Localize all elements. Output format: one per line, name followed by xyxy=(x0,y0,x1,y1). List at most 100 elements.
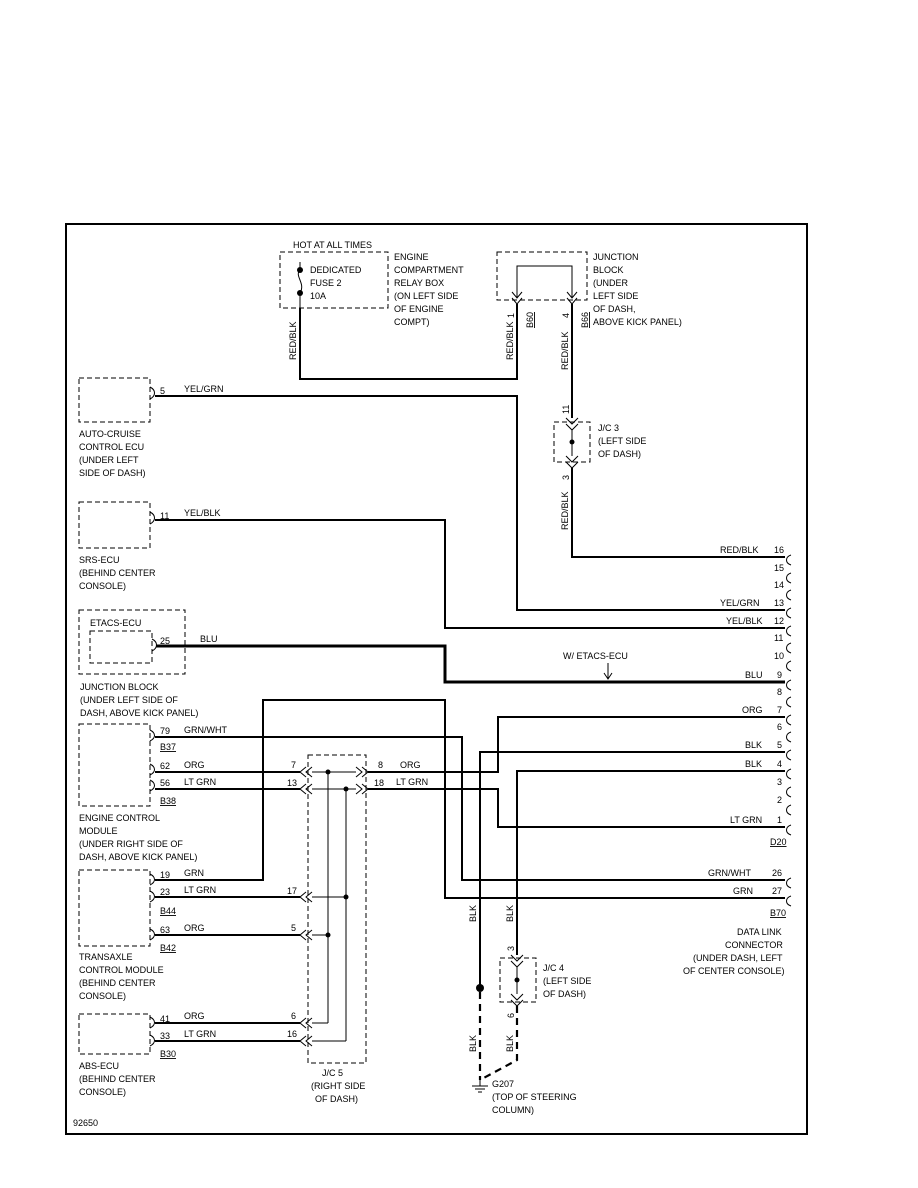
wire-label-blu-a: BLU xyxy=(200,634,218,644)
wire-blk-jc4-dashed-to-ground xyxy=(479,1006,519,1081)
wire-label-blk-e: BLK xyxy=(468,1035,478,1052)
abs-ecu-box xyxy=(78,1013,151,1055)
jb-top-label-5: OF DASH, xyxy=(593,304,636,314)
wire-org-jc5-to-dlc7 xyxy=(368,716,785,773)
wire-grn-tcm-to-dlc27 xyxy=(155,699,785,899)
jc3-label-3: OF DASH) xyxy=(598,449,641,459)
dlc-pin-6: 6 xyxy=(777,722,782,732)
wire-label-yel-blk-a: YEL/BLK xyxy=(184,508,221,518)
ecm-label-2: MODULE xyxy=(79,826,118,836)
wire-label-org-c: ORG xyxy=(184,1011,205,1021)
etacs-ecu-name: ETACS-ECU xyxy=(90,618,141,628)
jc4-pin-3-connector xyxy=(510,954,524,968)
etacs-label-3: DASH, ABOVE KICK PANEL) xyxy=(80,708,198,718)
ecm-pin-56-connector xyxy=(149,779,155,792)
ecm-pin-56: 56 xyxy=(160,778,170,788)
jc5-splice-lt-grn-b xyxy=(343,894,349,900)
jc5-splice-org-b xyxy=(325,932,331,938)
jb-pin-4: 4 xyxy=(561,313,571,318)
abs-label-3: CONSOLE) xyxy=(79,1087,126,1097)
auto-cruise-pin-5: 5 xyxy=(160,386,165,396)
jc5-label-1: J/C 5 xyxy=(322,1068,343,1078)
tcm-pin-63: 63 xyxy=(160,925,170,935)
wire-label-blk-b: BLK xyxy=(745,759,762,769)
jc5-pin-7: 7 xyxy=(291,760,296,770)
wire-label-blu-b: BLU xyxy=(745,670,763,680)
auto-cruise-label-3: (UNDER LEFT xyxy=(79,455,139,465)
tcm-connector-b42: B42 xyxy=(160,943,176,953)
relay-box-label-2: COMPARTMENT xyxy=(394,265,464,275)
jc5-pin-8: 8 xyxy=(378,760,383,770)
abs-pin-33-connector xyxy=(149,1034,155,1047)
tcm-label-3: (BEHIND CENTER xyxy=(79,978,156,988)
dlc-pin-3: 3 xyxy=(777,777,782,787)
tcm-pin-19-connector xyxy=(149,873,155,886)
etacs-option-arrow xyxy=(603,663,613,680)
jc4-pin-3: 3 xyxy=(506,946,516,951)
junction-block-top-outline xyxy=(496,251,588,301)
abs-label-2: (BEHIND CENTER xyxy=(79,1074,156,1084)
jc4-pin-6-connector xyxy=(510,993,524,1007)
ground-symbol-icon xyxy=(472,1080,488,1093)
wire-label-red-blk-c: RED/BLK xyxy=(560,331,570,370)
ecm-label-1: ENGINE CONTROL xyxy=(79,813,160,823)
auto-cruise-ecu-box xyxy=(78,377,151,423)
wire-label-org-b: ORG xyxy=(184,923,205,933)
relay-box-label-3: RELAY BOX xyxy=(394,278,444,288)
dlc-pin-11: 11 xyxy=(774,633,783,643)
wire-label-lt-grn-d: LT GRN xyxy=(396,777,428,787)
jb-top-label-6: ABOVE KICK PANEL) xyxy=(593,317,682,327)
fuse-name: DEDICATED xyxy=(310,265,362,275)
ecm-pin-62: 62 xyxy=(160,761,170,771)
jc5-pin-13: 13 xyxy=(287,778,297,788)
tcm-pin-23-connector xyxy=(149,890,155,903)
abs-label-1: ABS-ECU xyxy=(79,1061,119,1071)
jc3-label-2: (LEFT SIDE xyxy=(598,436,646,446)
jc3-pin-3: 3 xyxy=(561,475,571,480)
ground-label-1: (TOP OF STEERING xyxy=(492,1092,577,1102)
tcm-pin-19: 19 xyxy=(160,870,170,880)
relay-box-label-6: COMPT) xyxy=(394,317,430,327)
wire-label-red-blk-d: RED/BLK xyxy=(560,491,570,530)
wire-label-lt-grn-a: LT GRN xyxy=(184,777,216,787)
wire-label-blk-f: BLK xyxy=(505,1035,515,1052)
wire-label-org-e: ORG xyxy=(742,705,763,715)
wire-red-blk-jc3-to-dlc16 xyxy=(571,468,785,558)
jc4-label-2: (LEFT SIDE xyxy=(543,976,591,986)
jc4-label-3: OF DASH) xyxy=(543,989,586,999)
wire-label-blk-d: BLK xyxy=(505,905,515,922)
etacs-label-1: JUNCTION BLOCK xyxy=(80,682,159,692)
dlc-pin-2: 2 xyxy=(777,795,782,805)
dlc-pin-1: 1 xyxy=(777,815,782,825)
etacs-pin-25: 25 xyxy=(160,636,170,646)
jc5-outline xyxy=(307,754,367,1064)
srs-pin-11: 11 xyxy=(160,511,169,521)
wire-label-red-blk-a: RED/BLK xyxy=(288,321,298,360)
tcm-connector-b44: B44 xyxy=(160,906,176,916)
ground-name: G207 xyxy=(492,1079,514,1089)
dlc-label-2: CONNECTOR xyxy=(725,940,783,950)
fuse-number: FUSE 2 xyxy=(310,278,342,288)
jb-top-label-3: (UNDER xyxy=(593,278,628,288)
wire-label-grn-wht-a: GRN/WHT xyxy=(184,725,227,735)
blk-splice-dot xyxy=(476,984,484,992)
srs-connector xyxy=(149,511,155,525)
wire-label-lt-grn-b: LT GRN xyxy=(184,885,216,895)
jc5-pin-5: 5 xyxy=(291,923,296,933)
jb-top-label-2: BLOCK xyxy=(593,265,624,275)
dlc-pin-12: 12 xyxy=(774,616,784,626)
abs-pin-33: 33 xyxy=(160,1031,170,1041)
jc5-pin-16: 16 xyxy=(287,1029,297,1039)
fuse-symbol xyxy=(297,262,303,308)
relay-box-label-4: (ON LEFT SIDE xyxy=(394,291,458,301)
wire-label-blk-c: BLK xyxy=(468,905,478,922)
dlc-connector-b70: B70 xyxy=(770,908,786,918)
wire-label-grn-a: GRN xyxy=(184,868,204,878)
tcm-label-1: TRANSAXLE xyxy=(79,952,133,962)
junction-block-etacs-outline xyxy=(78,609,186,675)
wire-label-lt-grn-e: LT GRN xyxy=(730,815,762,825)
dlc-pin-15: 15 xyxy=(774,563,784,573)
jc4-pin-6: 6 xyxy=(506,1013,516,1018)
wire-blk-dlc4-to-jc4 xyxy=(516,770,785,955)
jc5-pin-6: 6 xyxy=(291,1011,296,1021)
